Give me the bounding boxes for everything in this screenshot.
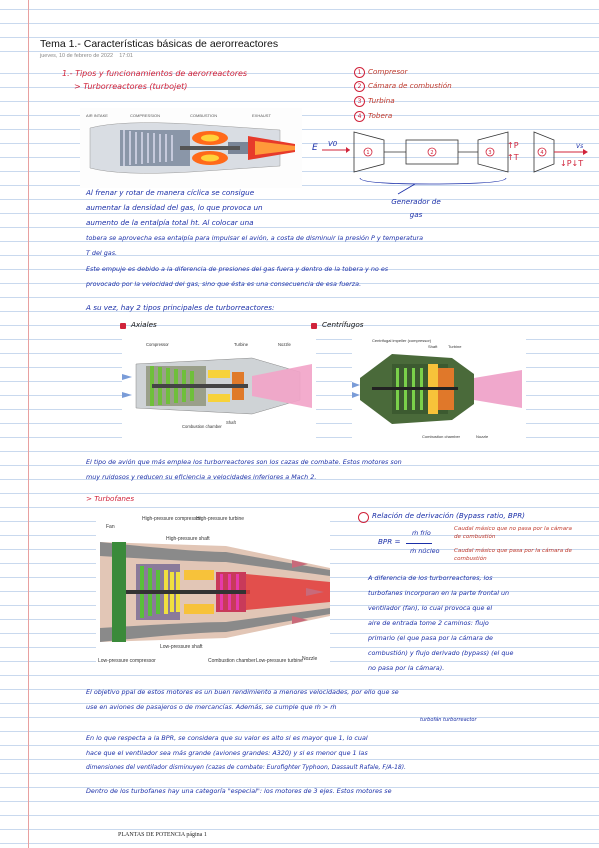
block-num-3: 3 bbox=[488, 150, 491, 156]
cent-fig-nozzle: Nozzle bbox=[476, 434, 489, 439]
p3-line-1: El tipo de avión que más emplea los turb… bbox=[86, 458, 402, 466]
turbofan-subheading: > Turbofanes bbox=[86, 494, 135, 503]
p4-line-2: use en aviones de pasajeros o de mercanc… bbox=[86, 703, 337, 711]
section-heading: 1.- Tipos y funcionamientos de aerorreac… bbox=[62, 69, 248, 78]
p4-line-1: El objetivo ppal de estos motores es un … bbox=[86, 688, 399, 696]
gas-generator-label: Generador de gas bbox=[391, 197, 441, 219]
fig-label-combustion: COMBUSTION bbox=[190, 113, 217, 118]
bullet-centrifugal bbox=[311, 323, 317, 329]
p5-line-3: dimensiones del ventilador disminuyen (c… bbox=[86, 764, 406, 771]
pr-line-1: A diferencia de los turborreactores, los bbox=[368, 574, 493, 582]
tf-fig-hps: High-pressure shaft bbox=[166, 536, 210, 542]
bpr-num-desc: Caudal másico que no pasa por la cámara … bbox=[454, 526, 572, 540]
p1-line-3: aumento de la entalpía total ht. Al colo… bbox=[86, 218, 254, 227]
block-num-1: 1 bbox=[366, 150, 369, 156]
pr-line-2: turbofanes incorporan en la parte fronta… bbox=[368, 589, 510, 597]
bpr-title: Relación de derivación (Bypass ratio, BP… bbox=[372, 511, 525, 520]
axial-label: Axiales bbox=[131, 320, 157, 329]
block-up-p: ↑P bbox=[507, 141, 519, 150]
page-title: Tema 1.- Características básicas de aero… bbox=[40, 38, 279, 50]
turbofan-figure: Fan High-pressure compressor High-pressu… bbox=[96, 512, 330, 670]
tf-fig-hpt: High-pressure turbine bbox=[196, 516, 244, 522]
tf-fig-fan: Fan bbox=[106, 524, 115, 530]
axial-fig-nozzle: Nozzle bbox=[278, 342, 291, 347]
axial-fig-shaft: Shaft bbox=[226, 420, 237, 425]
date-text: jueves, 10 de febrero de 2022 bbox=[40, 53, 114, 59]
bpr-eq: BPR = bbox=[378, 537, 401, 546]
legend-num-1: 1 bbox=[354, 67, 365, 78]
block-up-t: ↑T bbox=[507, 153, 519, 162]
p6-line-1: Dentro de los turbofanes hay una categor… bbox=[86, 787, 392, 795]
bpr-bullet bbox=[358, 512, 369, 523]
p1-line-2: aumentar la densidad del gas, lo que pro… bbox=[86, 203, 263, 212]
gas-generator-block-diagram: E V0 ↑P ↑T Vs ↓P↓T 1 2 3 4 bbox=[312, 131, 588, 195]
block-down-label: ↓P↓T bbox=[560, 159, 583, 168]
p3-line-2: muy ruidosos y reducen su eficiencia a v… bbox=[86, 473, 317, 481]
block-v0-label: V0 bbox=[328, 140, 338, 148]
time-text: 17:01 bbox=[119, 53, 133, 59]
tf-fig-hpc: High-pressure compressor bbox=[142, 516, 201, 522]
block-num-2: 2 bbox=[430, 150, 433, 156]
bpr-numerator: ṁ frío bbox=[412, 529, 431, 537]
page-date: jueves, 10 de febrero de 2022 17:01 bbox=[40, 53, 133, 59]
turbojet-subheading: > Turborreactores (turbojet) bbox=[74, 82, 188, 91]
cent-fig-impeller: Centrifugal impeller (compressor) bbox=[372, 338, 432, 343]
fig-label-exhaust: EXHAUST bbox=[252, 113, 271, 118]
pr-line-4: aire de entrada tome 2 caminos: flujo bbox=[368, 619, 489, 627]
centrifugal-label: Centrífugos bbox=[322, 320, 364, 329]
turbojet-figure: AIR INTAKE COMPRESSION COMBUSTION EXHAUS… bbox=[80, 108, 302, 188]
cent-fig-turbine: Turbine bbox=[448, 344, 462, 349]
bullet-axial bbox=[120, 323, 126, 329]
pr-line-7: no pasa por la cámara). bbox=[368, 664, 445, 672]
p4-subscripts: turbofán turborreactor bbox=[420, 717, 477, 723]
legend-num-3: 3 bbox=[354, 96, 365, 107]
legend-label-4: Tobera bbox=[368, 111, 393, 120]
pr-line-6: combustión) y flujo derivado (bypass) (e… bbox=[368, 649, 514, 657]
tf-fig-lps: Low-pressure shaft bbox=[160, 644, 203, 650]
block-vs-label: Vs bbox=[576, 143, 583, 150]
bpr-denominator: ṁ núcleo bbox=[410, 547, 440, 555]
p1-line-4: tobera se aprovecha esa entalpía para im… bbox=[86, 234, 424, 242]
fig-label-compression: COMPRESSION bbox=[130, 113, 160, 118]
types-intro: A su vez, hay 2 tipos principales de tur… bbox=[86, 303, 275, 312]
p5-line-2: hace que el ventilador sea más grande (a… bbox=[86, 749, 368, 757]
block-num-4: 4 bbox=[540, 150, 543, 156]
fig-label-air-intake: AIR INTAKE bbox=[86, 113, 108, 118]
axial-engine-figure: Compressor Turbine Nozzle Combustion cha… bbox=[122, 334, 316, 440]
p1-line-1: Al frenar y rotar de manera cíclica se c… bbox=[86, 188, 255, 197]
legend-num-4: 4 bbox=[354, 111, 365, 122]
tf-fig-lpt: Low-pressure turbine bbox=[256, 658, 303, 664]
legend-label-3: Turbina bbox=[368, 96, 395, 105]
pr-line-3: ventilador (fan), lo cual provoca que el bbox=[368, 604, 493, 612]
pr-line-5: primario (el que pasa por la cámara de bbox=[368, 634, 493, 642]
tf-fig-comb: Combustion chamber bbox=[208, 658, 256, 664]
page-footer: PLANTAS DE POTENCIA página 1 bbox=[118, 832, 207, 838]
bpr-fraction-bar bbox=[406, 543, 432, 544]
legend-label-2: Cámara de combustión bbox=[368, 81, 452, 90]
legend-label-1: Compresor bbox=[368, 67, 408, 76]
axial-fig-compressor: Compressor bbox=[146, 342, 169, 347]
axial-fig-turbine: Turbine bbox=[234, 342, 249, 347]
bpr-den-desc: Caudal másico que pasa por la cámara de … bbox=[454, 548, 572, 562]
p2-line-2: provocado por la velocidad del gas, sino… bbox=[86, 280, 362, 288]
centrifugal-engine-figure: Centrifugal impeller (compressor) Shaft … bbox=[352, 334, 526, 444]
tf-fig-lpc: Low-pressure compressor bbox=[98, 658, 156, 664]
block-e-label: E bbox=[312, 143, 318, 153]
tf-fig-nozzle: Nozzle bbox=[302, 656, 318, 662]
p5-line-1: En lo que respecta a la BPR, se consider… bbox=[86, 734, 368, 742]
axial-fig-combustion: Combustion chamber bbox=[182, 424, 222, 429]
legend-num-2: 2 bbox=[354, 81, 365, 92]
cent-fig-combustion: Combustion chamber bbox=[422, 434, 461, 439]
p2-line-1: Este empuje es debido a la diferencia de… bbox=[86, 265, 389, 273]
p1-line-5: T del gas. bbox=[86, 249, 118, 257]
cent-fig-shaft: Shaft bbox=[428, 344, 438, 349]
